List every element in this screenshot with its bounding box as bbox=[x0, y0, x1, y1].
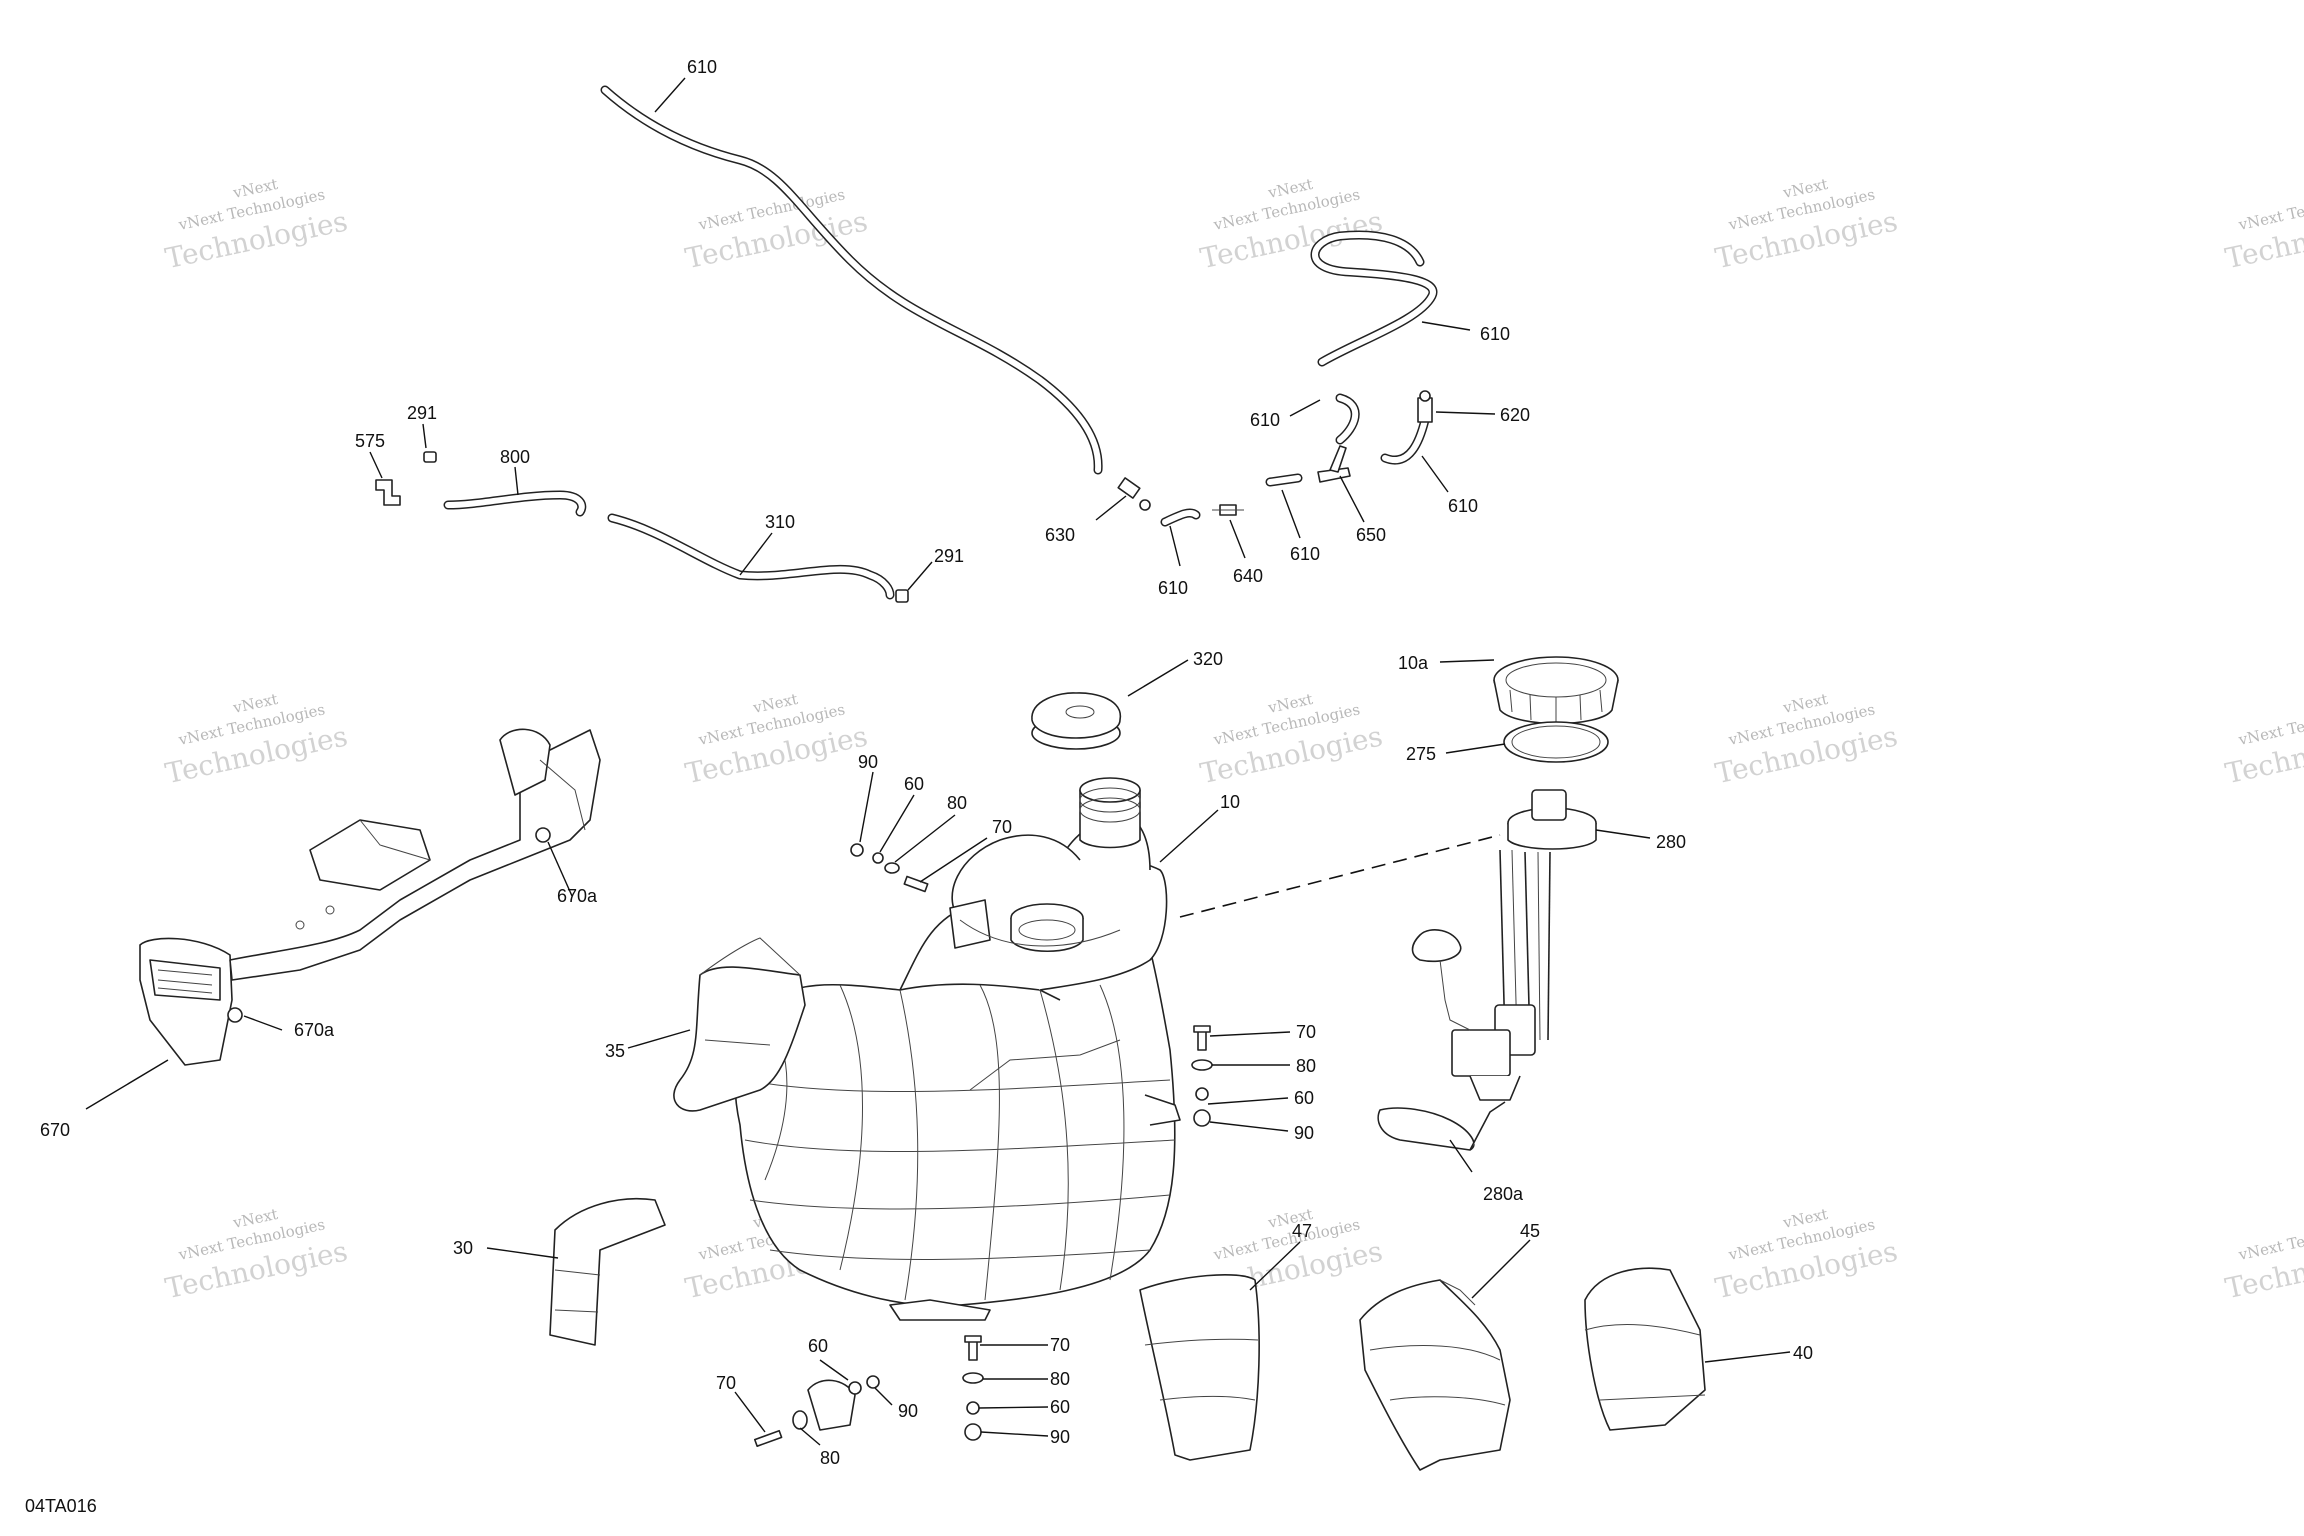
callout-label: 610 bbox=[1158, 578, 1188, 598]
watermark: vNext Technologies Technologies vNext bbox=[1712, 690, 1900, 790]
callout-label: 80 bbox=[1296, 1056, 1316, 1076]
clamp-291 bbox=[895, 589, 909, 603]
callout-label: 650 bbox=[1356, 525, 1386, 545]
watermark: vNext Technologies Technologies vNext bbox=[1712, 175, 1900, 275]
bracket-assembly bbox=[139, 728, 601, 1066]
callout-label: 80 bbox=[947, 793, 967, 813]
hose-short-610 bbox=[1335, 393, 1360, 445]
elbow-575 bbox=[375, 479, 401, 506]
tee-650 bbox=[1317, 445, 1351, 483]
callout-label: 291 bbox=[934, 546, 964, 566]
callout-label: 610 bbox=[1448, 496, 1478, 516]
callout-label: 30 bbox=[453, 1238, 473, 1258]
hardware-stack bbox=[1191, 1025, 1213, 1127]
pump-alignment-line bbox=[1179, 834, 1501, 918]
watermark-layer: vNext Technologies Technologies vNext vN… bbox=[162, 175, 2304, 1305]
hose-short-610 bbox=[1265, 473, 1303, 487]
watermark: vNext Technologies Technologies vNext bbox=[682, 690, 870, 790]
callout-labels: 610 610 610 610 610 610 620 630 640 650 … bbox=[40, 57, 1813, 1468]
callout-label: 70 bbox=[1050, 1335, 1070, 1355]
fitting-640 bbox=[1212, 504, 1244, 516]
callout-label: 90 bbox=[1050, 1427, 1070, 1447]
watermark: vNext Technologies Technologies vNext bbox=[162, 1205, 350, 1305]
callout-label: 291 bbox=[407, 403, 437, 423]
hardware-stack bbox=[850, 843, 929, 893]
callout-label: 630 bbox=[1045, 525, 1075, 545]
callout-label: 670a bbox=[557, 886, 598, 906]
callout-label: 610 bbox=[1290, 544, 1320, 564]
hardware-stack bbox=[753, 1375, 880, 1448]
callout-label: 45 bbox=[1520, 1221, 1540, 1241]
callout-label: 40 bbox=[1793, 1343, 1813, 1363]
watermark: vNext Technologies Technologies bbox=[2222, 700, 2304, 790]
callout-label: 280a bbox=[1483, 1184, 1524, 1204]
hose-800 bbox=[443, 490, 587, 517]
hose-310 bbox=[607, 513, 895, 600]
callout-label: 280 bbox=[1656, 832, 1686, 852]
callout-label: 610 bbox=[1480, 324, 1510, 344]
callout-label: 800 bbox=[500, 447, 530, 467]
callout-label: 640 bbox=[1233, 566, 1263, 586]
fuel-pump-module bbox=[1377, 789, 1597, 1151]
heat-shield-35 bbox=[673, 937, 806, 1112]
callout-label: 320 bbox=[1193, 649, 1223, 669]
callout-label: 670a bbox=[294, 1020, 335, 1040]
callout-label: 10a bbox=[1398, 653, 1429, 673]
callout-label: 620 bbox=[1500, 405, 1530, 425]
callout-label: 35 bbox=[605, 1041, 625, 1061]
callout-label: 610 bbox=[687, 57, 717, 77]
callout-label: 60 bbox=[904, 774, 924, 794]
upper-vent-hose bbox=[1310, 230, 1438, 367]
heat-shield-45 bbox=[1359, 1279, 1511, 1471]
callout-label: 60 bbox=[1050, 1397, 1070, 1417]
callout-label: 70 bbox=[1296, 1022, 1316, 1042]
callout-label: 310 bbox=[765, 512, 795, 532]
hardware-stack bbox=[962, 1335, 984, 1441]
hose-short-610 bbox=[1160, 508, 1201, 527]
callout-label: 60 bbox=[1294, 1088, 1314, 1108]
heat-shield-47 bbox=[1139, 1274, 1260, 1461]
watermark: vNext Technologies Technologies vNext bbox=[162, 175, 350, 275]
watermark: vNext Technologies Technologies vNext bbox=[1197, 690, 1385, 790]
callout-label: 90 bbox=[1294, 1123, 1314, 1143]
callout-label: 575 bbox=[355, 431, 385, 451]
callout-label: 610 bbox=[1250, 410, 1280, 430]
watermark: vNext Technologies Technologies bbox=[2222, 185, 2304, 275]
fitting-620 bbox=[1417, 390, 1433, 423]
callout-label: 60 bbox=[808, 1336, 828, 1356]
callout-label: 90 bbox=[858, 752, 878, 772]
watermark: vNext Technologies Technologies vNext bbox=[1197, 175, 1385, 275]
gasket bbox=[1503, 721, 1609, 763]
callout-label: 90 bbox=[898, 1401, 918, 1421]
watermark: vNext Technologies Technologies vNext bbox=[1712, 1205, 1900, 1305]
watermark: vNext Technologies Technologies bbox=[682, 185, 870, 275]
callout-label: 47 bbox=[1292, 1221, 1312, 1241]
fuel-tank bbox=[734, 777, 1181, 1321]
callout-label: 70 bbox=[716, 1373, 736, 1393]
fuel-cap bbox=[1031, 692, 1122, 750]
callout-label: 80 bbox=[820, 1448, 840, 1468]
long-vent-hose bbox=[600, 85, 1103, 475]
hose-short-610 bbox=[1380, 415, 1430, 465]
clamp-291 bbox=[423, 451, 437, 463]
lock-ring bbox=[1493, 656, 1619, 725]
callout-label: 670 bbox=[40, 1120, 70, 1140]
fitting-630 bbox=[1117, 477, 1151, 511]
heat-shield-30 bbox=[549, 1197, 666, 1346]
watermark: vNext Technologies Technologies bbox=[2222, 1215, 2304, 1305]
watermark: vNext Technologies Technologies vNext bbox=[162, 690, 350, 790]
callout-label: 70 bbox=[992, 817, 1012, 837]
figure-code: 04TA016 bbox=[25, 1496, 97, 1516]
callout-label: 80 bbox=[1050, 1369, 1070, 1389]
callout-label: 275 bbox=[1406, 744, 1436, 764]
leader-lines bbox=[85, 77, 1791, 1446]
heat-shield-40 bbox=[1584, 1267, 1706, 1431]
callout-label: 10 bbox=[1220, 792, 1240, 812]
